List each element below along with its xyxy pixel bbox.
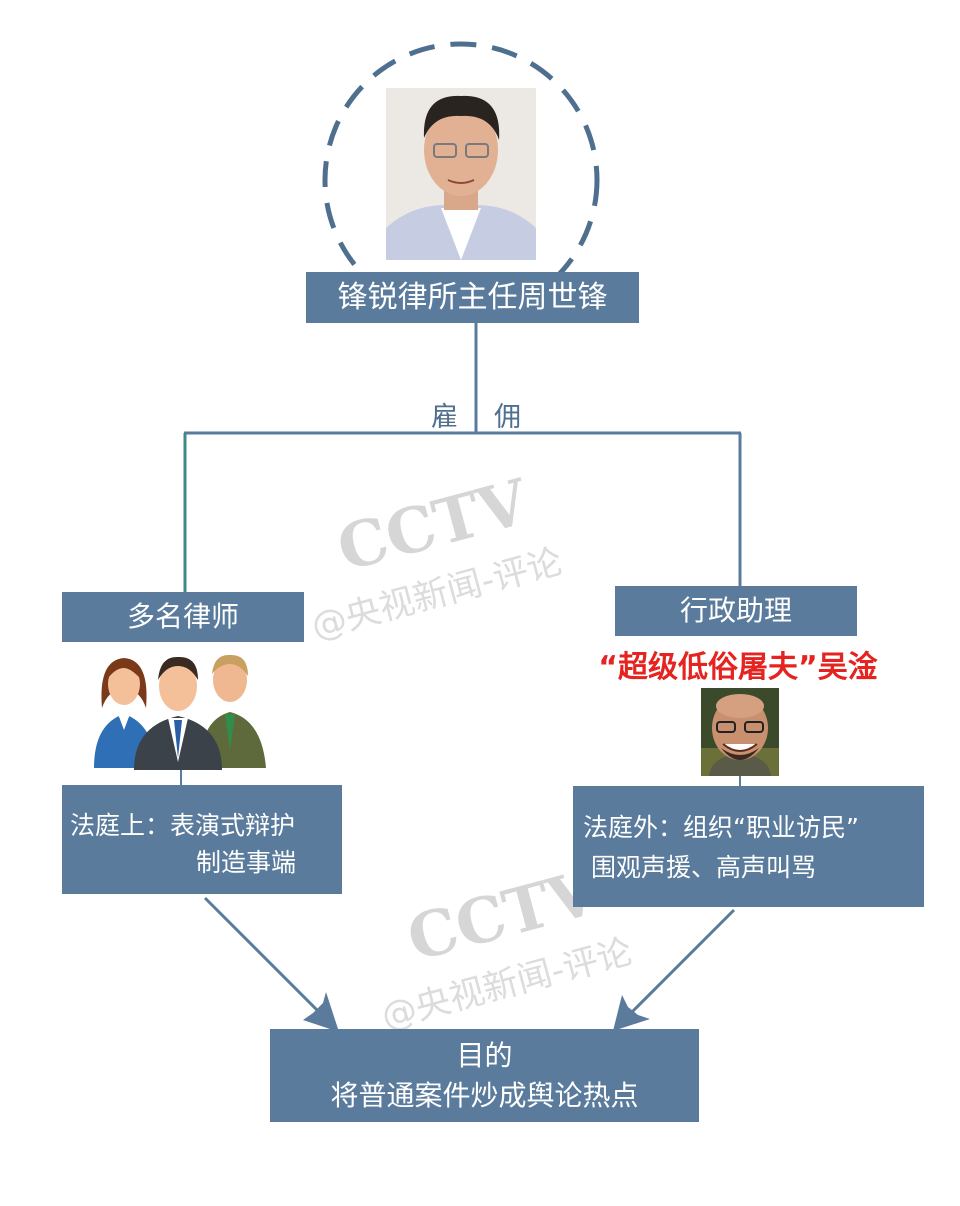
arrow-right bbox=[613, 908, 736, 1031]
relation-char-1: 雇 bbox=[431, 402, 458, 433]
goal-text: 将普通案件炒成舆论热点 bbox=[330, 1079, 639, 1112]
lawyers-label: 多名律师 bbox=[62, 592, 304, 642]
court-action-line-1: 法庭上：表演式辩护 bbox=[70, 811, 296, 840]
person-photo bbox=[386, 88, 536, 260]
outside-court-line-1: 法庭外：组织“职业访民” bbox=[583, 813, 859, 842]
outside-court-box: 法庭外：组织“职业访民” 围观声援、高声叫骂 bbox=[573, 786, 924, 907]
relation-char-2: 佣 bbox=[494, 402, 521, 433]
outside-court-line-2: 围观声援、高声叫骂 bbox=[591, 853, 817, 882]
court-action-box: 法庭上：表演式辩护 制造事端 bbox=[62, 785, 342, 894]
person-photo bbox=[701, 688, 779, 776]
assistant-name-highlight: “超级低俗屠夫”吴淦 bbox=[598, 650, 878, 685]
goal-title: 目的 bbox=[456, 1039, 513, 1072]
top-person-label: 锋锐律所主任周世锋 bbox=[306, 272, 639, 323]
arrow-left bbox=[203, 896, 339, 1032]
court-action-line-2: 制造事端 bbox=[196, 848, 297, 877]
assistant-label: 行政助理 bbox=[615, 586, 857, 636]
lawyers-group-icon bbox=[90, 650, 272, 770]
goal-box: 目的 将普通案件炒成舆论热点 bbox=[270, 1029, 699, 1122]
